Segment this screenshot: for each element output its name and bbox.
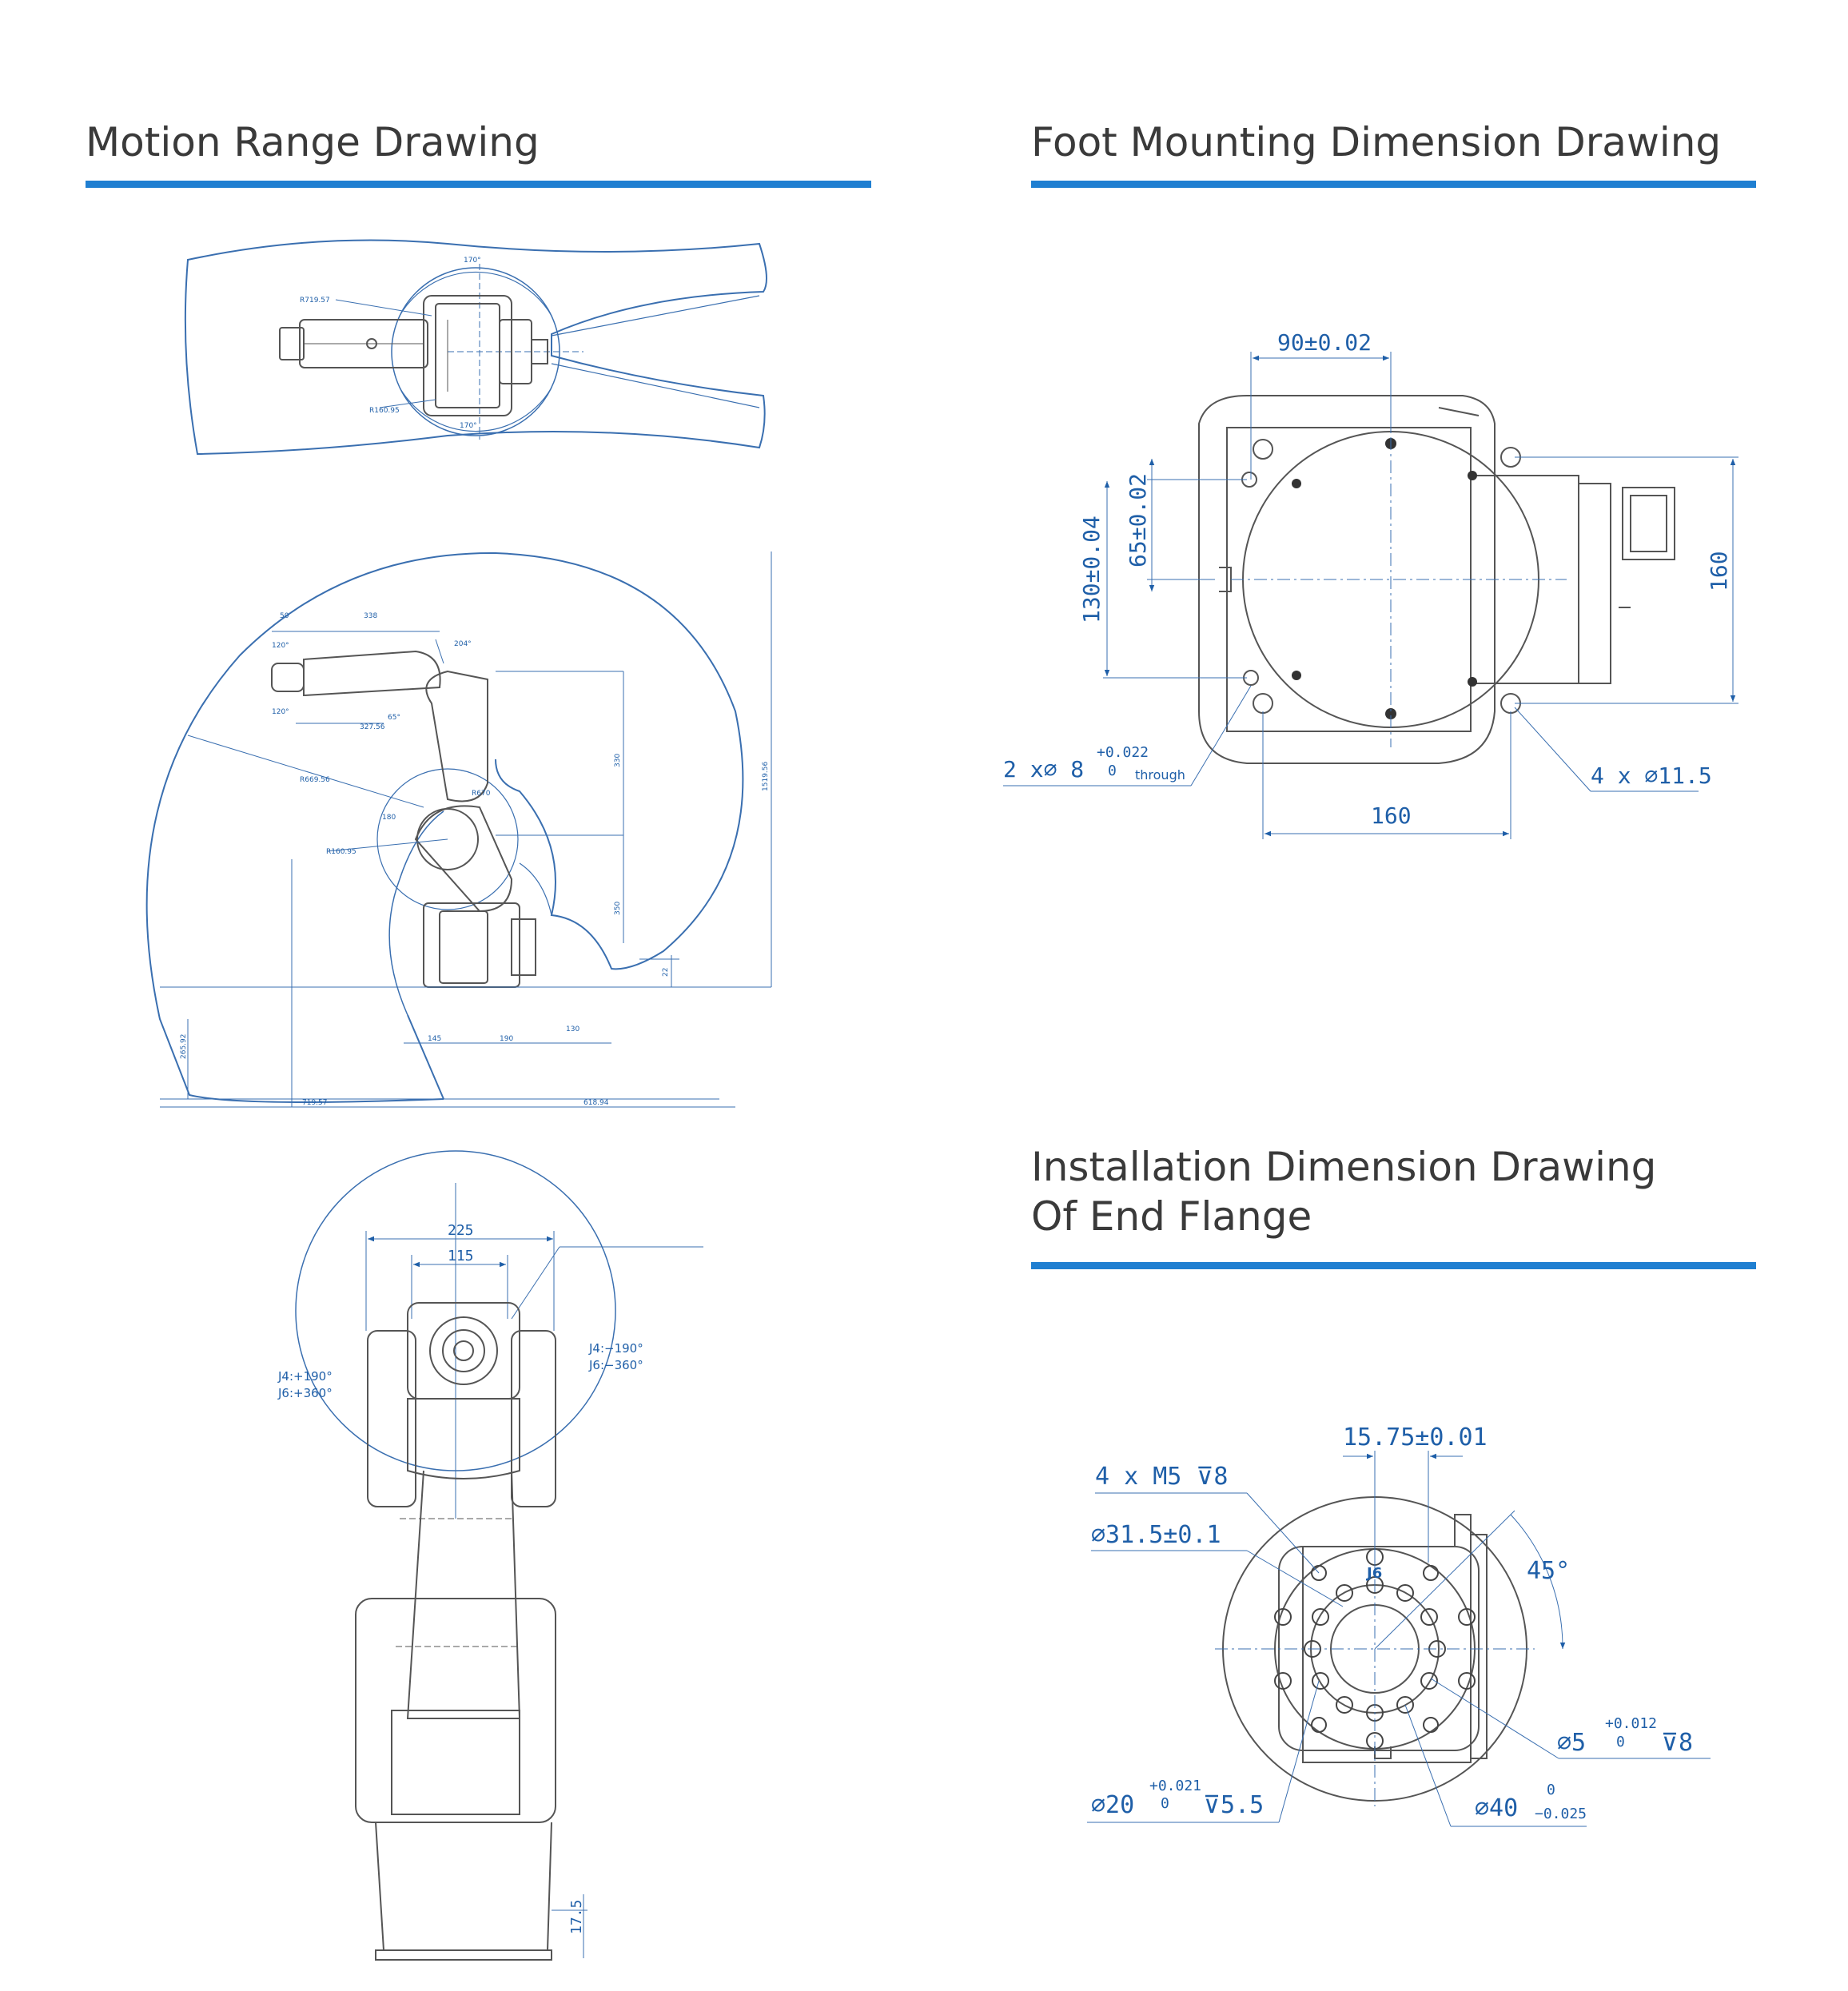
end-flange-title-line2: Of End Flange — [1031, 1193, 1312, 1240]
side-label-1: 338 — [364, 612, 377, 620]
side-view-robot — [271, 650, 536, 988]
flange-d5-main: ∅5 — [1557, 1729, 1586, 1757]
side-label-7: R669.56 — [300, 776, 330, 784]
foot-mounting-rule — [1031, 181, 1756, 188]
flange-d20-tol-lower: 0 — [1161, 1795, 1169, 1812]
flange-d20-main: ∅20 — [1091, 1791, 1134, 1819]
front-left-label-2: J6:+360° — [277, 1386, 333, 1400]
side-label-2: 120° — [272, 642, 289, 650]
side-label-13: 350 — [614, 902, 622, 915]
top-label-0: 170° — [464, 257, 481, 265]
foot-pin-hole-tol-upper: +0.022 — [1097, 744, 1149, 761]
flange-dim-15-75: 15.75±0.01 — [1343, 1424, 1488, 1451]
front-view-robot — [355, 1302, 556, 1961]
side-view-reach-envelope — [145, 552, 744, 1103]
front-right-label-2: J6:−360° — [588, 1358, 643, 1372]
front-dim-17-5: 17.5 — [568, 1900, 585, 1934]
side-label-8: R160.95 — [326, 848, 356, 856]
motion-range-rule — [86, 181, 871, 188]
end-flange-title-line1: Installation Dimension Drawing — [1031, 1144, 1657, 1190]
motion-range-title: Motion Range Drawing — [86, 119, 540, 165]
flange-d40-main: ∅40 — [1475, 1794, 1518, 1822]
flange-d40-tol-lower: −0.025 — [1535, 1806, 1587, 1822]
side-label-20: 618.94 — [583, 1099, 609, 1107]
top-label-3: R160.95 — [369, 407, 400, 415]
end-flange-drawing: 15.75±0.01 4 x M5 ⊽8 ∅31.5±0.1 45° J6 ∅5… — [1087, 1424, 1711, 1827]
foot-pin-hole-main: 2 x∅ 8 — [1003, 756, 1084, 782]
motion-front-view: 225 115 17.5 J4:+190° J6:+360° J4:−190° … — [277, 1150, 703, 1961]
side-label-14: 22 — [662, 968, 670, 977]
flange-d40-tol-upper: 0 — [1547, 1782, 1555, 1798]
flange-d5-tol-upper: +0.012 — [1605, 1715, 1657, 1732]
side-label-18: 265.92 — [180, 1034, 188, 1060]
side-label-4: 204° — [454, 640, 472, 648]
side-label-5: 327.56 — [360, 723, 385, 731]
flange-d5-tol-lower: 0 — [1616, 1734, 1625, 1750]
flange-m5: 4 x M5 ⊽8 — [1095, 1463, 1228, 1491]
foot-dim-160-right: 160 — [1706, 551, 1732, 591]
foot-base-outline — [1198, 395, 1675, 764]
flange-axis-label: J6 — [1365, 1565, 1382, 1582]
side-label-10: R670 — [472, 790, 491, 798]
flange-d20-tol-upper: +0.021 — [1149, 1778, 1201, 1794]
foot-pin-hole-note: through — [1135, 767, 1185, 782]
motion-top-view: 170° 170° R719.57 R160.95 — [184, 239, 767, 456]
foot-mounting-title: Foot Mounting Dimension Drawing — [1031, 119, 1722, 165]
foot-dim-90: 90±0.02 — [1277, 329, 1372, 356]
side-label-11: 330 — [614, 754, 622, 767]
foot-dim-160-bottom: 160 — [1371, 802, 1412, 829]
side-label-12: 1519.56 — [762, 762, 770, 791]
foot-dim-130: 130±0.04 — [1078, 516, 1105, 623]
side-label-0: 50 — [280, 612, 289, 620]
top-view-reach-envelope — [184, 239, 767, 456]
side-label-19: 719.57 — [302, 1099, 328, 1107]
top-label-1: 170° — [460, 422, 477, 430]
front-left-label-1: J4:+190° — [277, 1369, 333, 1384]
motion-side-view: 50 338 120° 120° 204° 327.56 65° R669.56… — [145, 552, 772, 1108]
flange-angle: 45° — [1527, 1557, 1570, 1585]
foot-dim-65: 65±0.02 — [1125, 473, 1151, 567]
side-label-9: 180 — [382, 814, 396, 822]
side-label-16: 190 — [500, 1035, 513, 1043]
top-view-robot — [279, 295, 548, 416]
foot-bolt-hole: 4 x ∅11.5 — [1591, 763, 1712, 789]
foot-mounting-drawing: 90±0.02 65±0.02 130±0.04 160 160 2 x∅ 8 … — [1003, 329, 1738, 839]
front-right-label-1: J4:−190° — [588, 1341, 643, 1356]
end-flange-rule — [1031, 1262, 1756, 1269]
flange-dim-31-5: ∅31.5±0.1 — [1091, 1521, 1221, 1549]
foot-pin-hole-tol-lower: 0 — [1108, 763, 1117, 779]
front-dim-115: 115 — [448, 1248, 474, 1264]
side-label-17: 130 — [566, 1025, 579, 1033]
flange-d5-depth: ⊽8 — [1661, 1729, 1693, 1757]
side-label-3: 120° — [272, 708, 289, 716]
flange-d20-depth: ⊽5.5 — [1203, 1791, 1264, 1819]
top-label-2: R719.57 — [300, 297, 330, 305]
flange-bolt-holes — [1274, 1548, 1476, 1750]
side-label-15: 145 — [428, 1035, 441, 1043]
side-label-6: 65° — [388, 714, 400, 722]
front-dim-225: 225 — [448, 1222, 474, 1239]
